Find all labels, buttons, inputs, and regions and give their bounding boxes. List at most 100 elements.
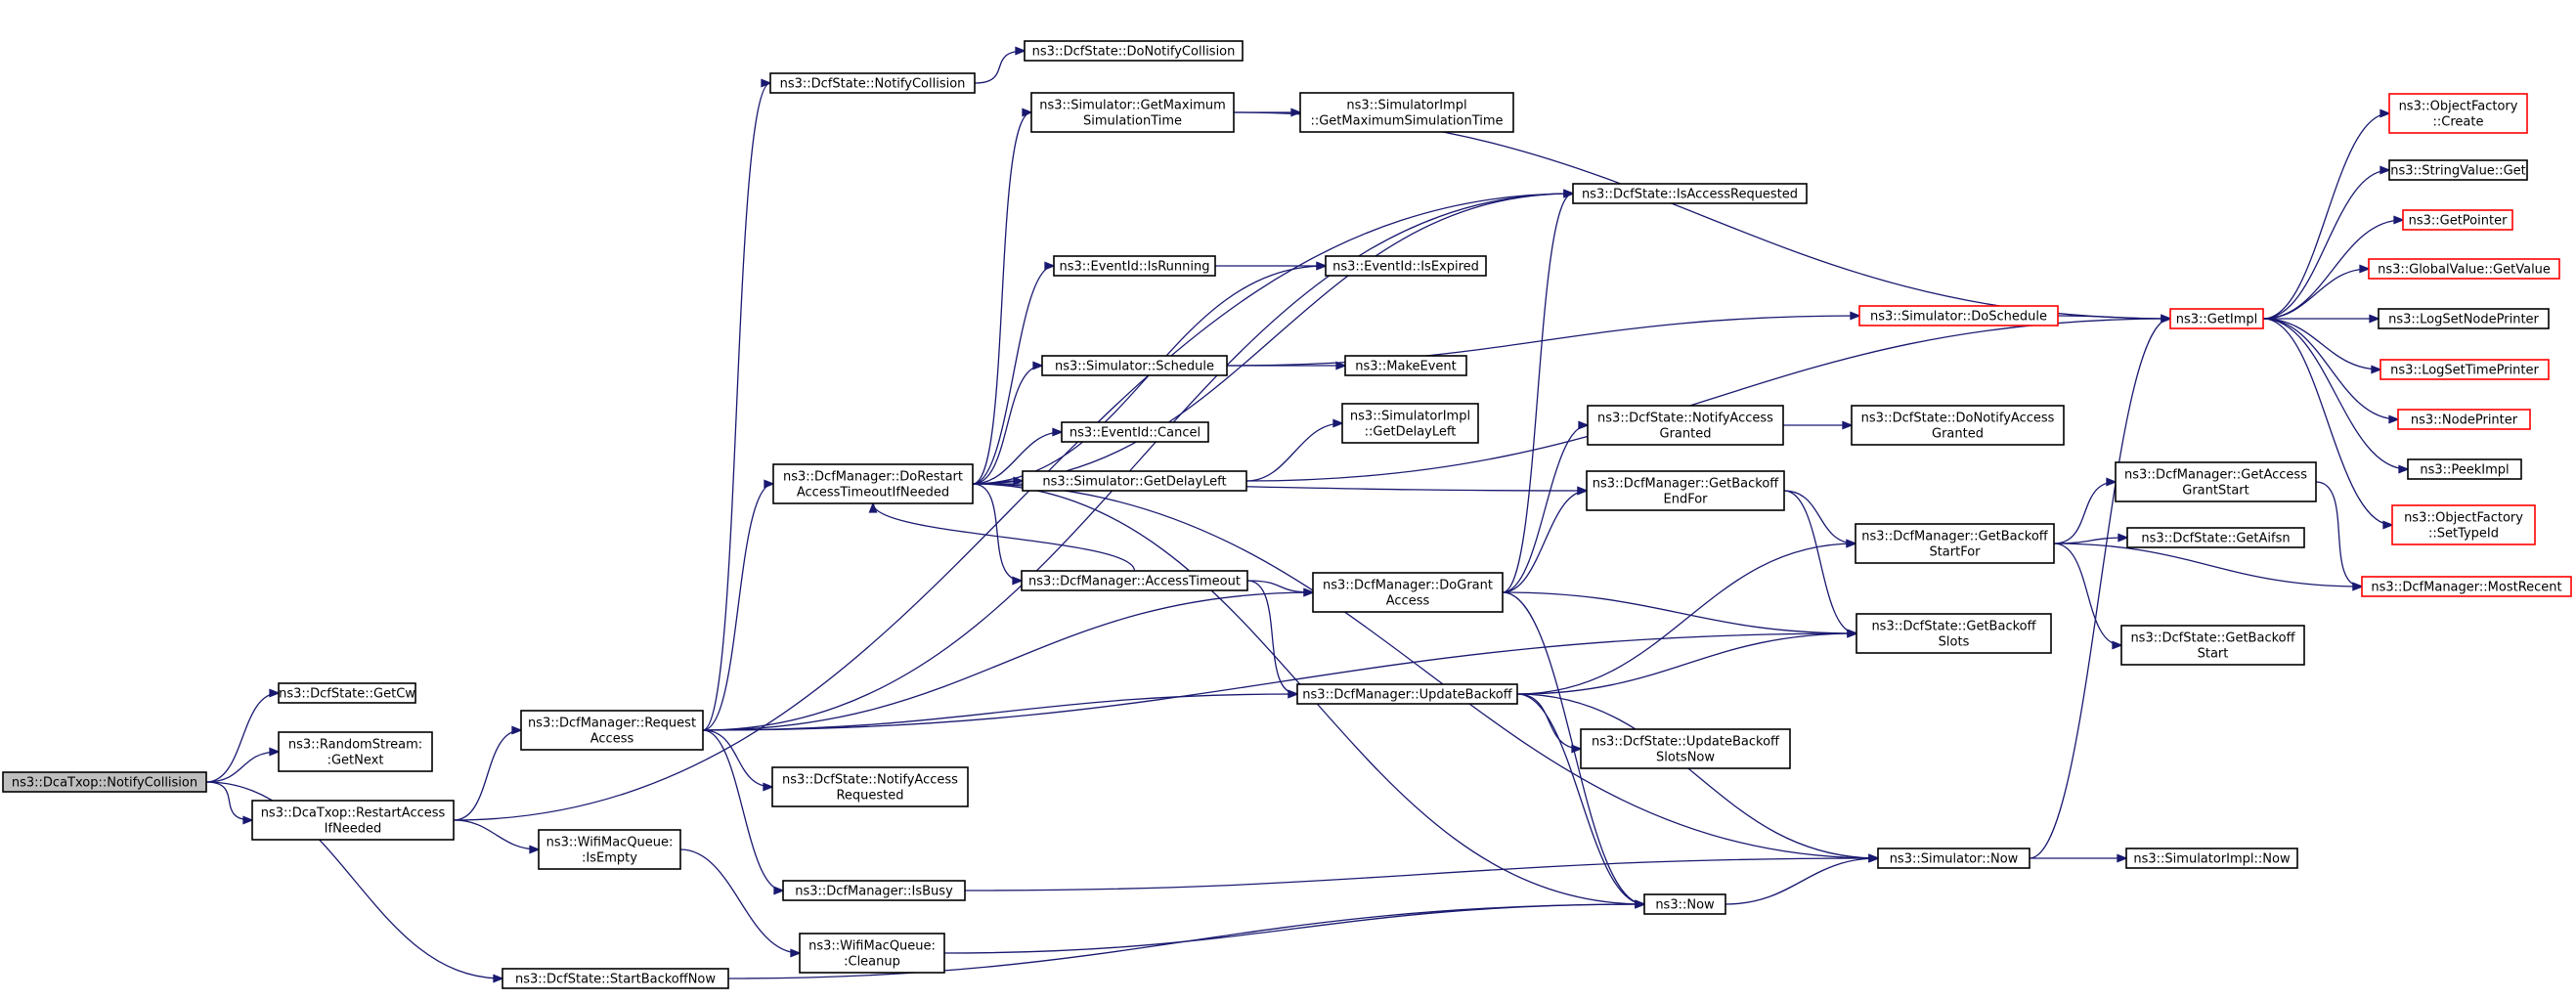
node-dorestart[interactable]: ns3::DcfManager::DoRestartAccessTimeoutI…	[772, 463, 974, 504]
edge-restartaccess-to-requestaccess	[453, 725, 523, 821]
edge-updatebackoff-to-getbackoffstartfor	[1516, 539, 1857, 695]
node-simdoschedule[interactable]: ns3::Simulator::DoSchedule	[1858, 305, 2059, 326]
edge-getbackoffstartfor-to-getbackoffstart	[2053, 543, 2123, 650]
node-globalvaluegetvalue[interactable]: ns3::GlobalValue::GetValue	[2368, 258, 2560, 280]
node-isaccessreq[interactable]: ns3::DcfState::IsAccessRequested	[1572, 183, 1808, 204]
edge-getbackoffstartfor-to-getaccessgrantstart	[2053, 477, 2118, 544]
edge-eventisrunning-to-eventisexpired	[1215, 261, 1328, 271]
node-box	[1851, 405, 2065, 446]
node-box	[1572, 183, 1808, 204]
node-mostrecent[interactable]: ns3::DcfManager::MostRecent	[2361, 576, 2572, 597]
node-logsettimeprinter[interactable]: ns3::LogSetTimePrinter	[2380, 359, 2550, 380]
node-getmaxsim[interactable]: ns3::Simulator::GetMaximumSimulationTime	[1030, 92, 1235, 133]
edge-notifyaccessgranted-to-donotifyaccessgranted	[1783, 420, 1854, 430]
node-root[interactable]: ns3::DcaTxop::NotifyCollision	[2, 771, 207, 793]
node-label: ns3::SimulatorImpl::Now	[2133, 852, 2291, 867]
node-ofsettypeid[interactable]: ns3::ObjectFactory::SetTypeId	[2391, 504, 2536, 545]
node-label: EndFor	[1663, 493, 1708, 507]
edge-getimpl-to-logsetnodeprinter	[2263, 314, 2380, 324]
edge-dorestart-to-simschedule	[972, 361, 1044, 485]
node-label: ns3::DcfState::GetCw	[279, 687, 415, 702]
node-eventisrunning[interactable]: ns3::EventId::IsRunning	[1053, 255, 1216, 277]
node-getaifsn[interactable]: ns3::DcfState::GetAifsn	[2126, 527, 2305, 548]
node-box	[1877, 848, 2030, 869]
node-ofcreate[interactable]: ns3::ObjectFactory::Create	[2388, 93, 2528, 134]
edge-simnow-to-simimplnow	[2030, 853, 2128, 863]
node-box	[2391, 504, 2536, 545]
edge-root-to-startbackoffnow	[205, 781, 504, 983]
node-isbusy[interactable]: ns3::DcfManager::IsBusy	[782, 880, 966, 901]
node-updatebackoff[interactable]: ns3::DcfManager::UpdateBackoff	[1296, 683, 1518, 705]
node-rsgetnext[interactable]: ns3::RandomStream::GetNext	[278, 731, 433, 772]
node-getpointer[interactable]: ns3::GetPointer	[2402, 209, 2513, 231]
node-label: ns3::DcfState::DoNotifyCollision	[1032, 45, 1236, 60]
node-label: ns3::StringValue::Get	[2390, 164, 2525, 179]
edge-simschedule-to-simdoschedule	[1226, 311, 1861, 367]
edge-updatebackoff-to-getbackoffslots	[1516, 629, 1858, 695]
node-stringvalueget[interactable]: ns3::StringValue::Get	[2388, 159, 2528, 181]
node-simimplgetdelay[interactable]: ns3::SimulatorImpl::GetDelayLeft	[1341, 403, 1479, 444]
node-label: ns3::DcfManager::GetBackoff	[1861, 530, 2049, 544]
node-label: SlotsNow	[1656, 751, 1715, 765]
node-peekimpl[interactable]: ns3::PeekImpl	[2407, 458, 2522, 480]
node-eventisexpired[interactable]: ns3::EventId::IsExpired	[1325, 255, 1487, 277]
node-makeevent[interactable]: ns3::MakeEvent	[1344, 355, 1467, 376]
node-label: ns3::LogSetNodePrinter	[2388, 313, 2539, 327]
node-cleanup[interactable]: ns3::WifiMacQueue::Cleanup	[799, 933, 945, 974]
node-simgetdelayleft[interactable]: ns3::Simulator::GetDelayLeft	[1022, 470, 1247, 492]
node-eventcancel[interactable]: ns3::EventId::Cancel	[1061, 421, 1209, 443]
node-label: ns3::DcfManager::DoGrant	[1323, 579, 1493, 593]
node-notifycollision[interactable]: ns3::DcfState::NotifyCollision	[769, 72, 976, 94]
node-startbackoffnow[interactable]: ns3::DcfState::StartBackoffNow	[502, 968, 729, 989]
edge-dorestart-to-eventcancel	[972, 427, 1064, 485]
node-box	[2115, 461, 2317, 502]
node-label: Granted	[1660, 427, 1712, 442]
node-accesstimeout[interactable]: ns3::DcfManager::AccessTimeout	[1021, 570, 1248, 591]
node-wmqisempty[interactable]: ns3::WifiMacQueue::IsEmpty	[538, 829, 681, 870]
edge-wmqisempty-to-cleanup	[679, 848, 802, 958]
edge-root-to-getcw	[205, 688, 281, 783]
node-box	[769, 72, 976, 94]
node-label: ns3::DcfManager::IsBusy	[795, 885, 953, 899]
node-simschedule[interactable]: ns3::Simulator::Schedule	[1041, 355, 1228, 376]
node-box	[2120, 625, 2305, 666]
node-logsetnodeprinter[interactable]: ns3::LogSetNodePrinter	[2378, 308, 2550, 329]
edge-startbackoffnow-to-ns3now	[727, 899, 1646, 979]
node-box	[278, 731, 433, 772]
node-getimpl[interactable]: ns3::GetImpl	[2169, 308, 2264, 329]
node-label: ns3::EventId::IsRunning	[1059, 260, 1209, 275]
node-nodeprinter[interactable]: ns3::NodePrinter	[2397, 409, 2531, 430]
edge-notifycollision-to-donotifycollision	[974, 46, 1026, 84]
node-ns3now[interactable]: ns3::Now	[1643, 893, 1726, 915]
node-simnow[interactable]: ns3::Simulator::Now	[1877, 848, 2030, 869]
node-box	[2126, 527, 2305, 548]
edge-requestaccess-to-isbusy	[702, 729, 785, 895]
node-box	[2380, 359, 2550, 380]
node-simimplnow[interactable]: ns3::SimulatorImpl::Now	[2125, 848, 2298, 869]
node-getcw[interactable]: ns3::DcfState::GetCw	[278, 682, 416, 704]
node-box	[772, 463, 974, 504]
node-label: ns3::WifiMacQueue:	[808, 939, 936, 954]
node-label: ::SetTypeId	[2428, 527, 2499, 542]
node-label: Start	[2198, 647, 2229, 662]
node-simimplgetmax[interactable]: ns3::SimulatorImpl::GetMaximumSimulation…	[1299, 92, 1514, 133]
node-box	[2361, 576, 2572, 597]
edge-getimpl-to-peekimpl	[2262, 318, 2410, 474]
node-donotifycollision[interactable]: ns3::DcfState::DoNotifyCollision	[1024, 40, 1244, 62]
node-label: ns3::DcfManager::GetBackoff	[1593, 477, 1780, 492]
node-label: :GetNext	[327, 754, 384, 768]
node-box	[2378, 308, 2550, 329]
node-label: ns3::DcfState::NotifyCollision	[780, 77, 966, 92]
